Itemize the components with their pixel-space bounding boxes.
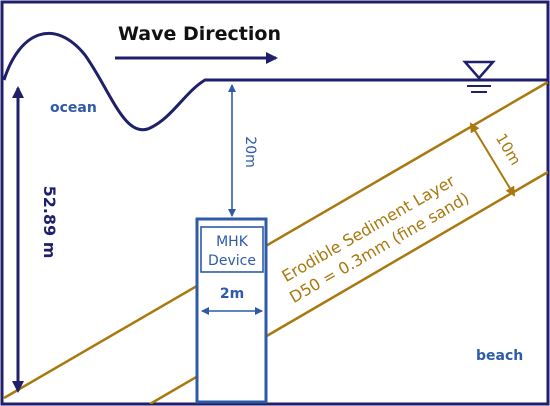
wave-water-surface: [2, 31, 548, 132]
mhk-device-label-line1: MHK: [216, 234, 249, 250]
mhk-device-label-line2: Device: [208, 253, 256, 269]
sediment-layer-label-line2: D50 = 0.3mm (fine sand): [286, 188, 472, 306]
beach-label: beach: [476, 348, 523, 364]
total-depth-label: 52.89 m: [40, 186, 59, 259]
clearance-label: 20m: [242, 136, 258, 167]
sediment-layer-text: Erodible Sediment Layer D50 = 0.3mm (fin…: [278, 171, 472, 307]
mhk-device-label-box: [200, 226, 264, 273]
layer-thickness-dimension-arrow: [469, 122, 516, 197]
water-level-triangle-icon: [462, 60, 496, 93]
ocean-label: ocean: [50, 100, 97, 116]
layer-thickness-label: 10m: [492, 130, 525, 168]
device-width-label: 2m: [220, 286, 244, 302]
sediment-layer-upper-boundary: [3, 80, 548, 400]
wave-direction-label: Wave Direction: [118, 23, 281, 45]
